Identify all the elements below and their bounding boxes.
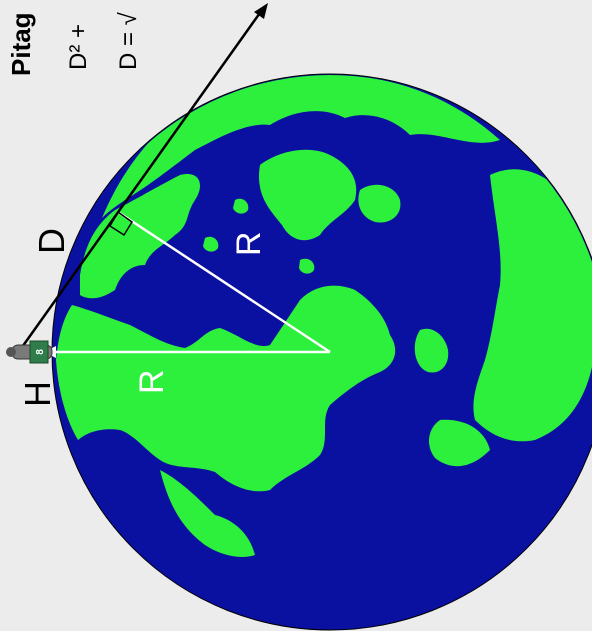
land-east	[473, 169, 592, 442]
label-h: H	[17, 381, 58, 407]
tangent-line	[18, 9, 264, 351]
observer-number: 8	[35, 349, 46, 355]
tangent-arrowhead-icon	[254, 3, 268, 19]
right-angle-marker-icon	[108, 210, 134, 237]
label-d: D	[31, 228, 72, 254]
land-central	[56, 285, 396, 492]
land-north	[102, 75, 500, 218]
radius-to-tangent-line	[117, 210, 331, 354]
standing-person-icon: 8	[6, 340, 53, 364]
land-island-1	[203, 236, 219, 252]
land-north-island	[358, 184, 401, 223]
equation-line-1: D² +	[65, 24, 92, 70]
heading-text: Pitag	[6, 12, 36, 76]
label-r-observer: R	[133, 369, 171, 394]
land-east-small	[414, 328, 449, 373]
land-island-3	[299, 258, 315, 274]
label-r-tangent: R	[230, 231, 268, 256]
land-central-south	[160, 470, 255, 557]
land-west	[80, 174, 200, 299]
land-south-east	[428, 419, 490, 467]
land-north-peninsula	[259, 149, 357, 241]
equation-line-2: D = √	[115, 11, 142, 70]
land-island-2	[233, 198, 249, 214]
